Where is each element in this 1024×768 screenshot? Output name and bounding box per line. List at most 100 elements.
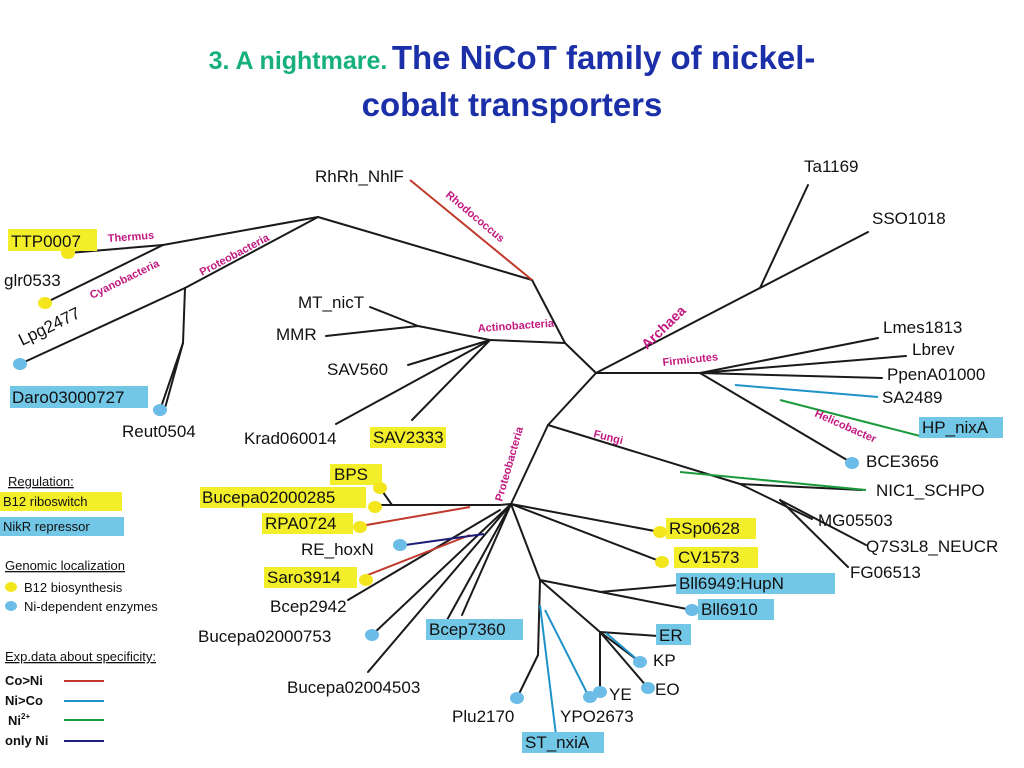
clade-label-helicobacter: Helicobacter (813, 408, 879, 446)
nikr-highlight (698, 599, 774, 620)
leaf-label-ye: YE (609, 685, 632, 704)
legend-b12-dot (5, 582, 17, 592)
leaf-label-ppena: PpenA01000 (887, 365, 985, 384)
leaf-label-reut0504: Reut0504 (122, 422, 196, 441)
branch-only-ni (404, 533, 485, 546)
b12-highlight (262, 513, 353, 534)
b12-dot (653, 526, 667, 538)
clade-label-thermus: Thermus (107, 230, 154, 245)
branch (499, 503, 512, 506)
branch (599, 631, 659, 637)
b12-highlight (674, 547, 758, 568)
branch (407, 339, 491, 366)
nikr-highlight (426, 619, 523, 640)
branch-ni-gt-co (734, 384, 879, 398)
branch (739, 483, 813, 520)
legend-ni2: Ni2+ (8, 712, 30, 728)
leaf-label-rpa0724: RPA0724 (265, 514, 337, 533)
branch (539, 579, 601, 633)
branch-ni-gt-co (539, 604, 557, 736)
b12-highlight (370, 427, 446, 448)
leaf-label-cv1573: CV1573 (678, 548, 739, 567)
branch-ni2 (679, 471, 867, 491)
highlights (8, 229, 1003, 753)
legend-ni-enzymes: Ni-dependent enzymes (24, 599, 158, 614)
leaf-label-bucepa4503: Bucepa02004503 (287, 678, 420, 697)
leaf-label-krad: Krad060014 (244, 429, 337, 448)
b12-dot (38, 297, 52, 309)
nikr-highlight (919, 417, 1003, 438)
branch-co-gt-ni (359, 534, 471, 579)
colored-branches (354, 179, 921, 736)
leaf-label-re-hoxn: RE_hoxN (301, 540, 374, 559)
branch (510, 503, 663, 563)
title-prefix: 3. A nightmare. (208, 47, 388, 75)
branch (182, 287, 186, 344)
ni-dot (641, 682, 655, 694)
leaf-label-bll6910: Bll6910 (701, 600, 758, 619)
branch (184, 216, 319, 289)
ni-dot (593, 686, 607, 698)
leaf-label-lmes1813: Lmes1813 (883, 318, 962, 337)
clade-label-actinobacteria: Actinobacteria (477, 318, 555, 335)
branch-ni2 (779, 399, 921, 437)
title-line2: cobalt transporters (361, 86, 663, 123)
branch (510, 503, 661, 533)
legend-ni-gt-co: Ni>Co (5, 693, 43, 708)
tree-branches (19, 184, 907, 699)
ni-dot (153, 404, 167, 416)
legend-co-gt-ni: Co>Ni (5, 673, 43, 688)
branch (539, 579, 693, 611)
legend-ni2-base: Ni (8, 713, 21, 728)
leaf-label-hp-nixa: HP_nixA (922, 418, 989, 437)
ni-dot (845, 457, 859, 469)
b12-dot (353, 521, 367, 533)
branch (489, 339, 566, 344)
nikr-highlight (10, 386, 148, 408)
b12-highlight (8, 229, 97, 251)
leaf-label-sso1018: SSO1018 (872, 209, 946, 228)
markers (13, 247, 859, 704)
legend-b12-swatch (0, 492, 122, 511)
leaf-label-rhrh: RhRh_NhlF (315, 167, 404, 186)
branch-ni-gt-co (605, 632, 641, 663)
ni-dot (685, 604, 699, 616)
leaf-label-q7s3l8: Q7S3L8_NEUCR (866, 537, 998, 556)
leaf-label-plu2170: Plu2170 (452, 707, 514, 726)
b12-dot (368, 501, 382, 513)
branch (699, 355, 907, 374)
leaf-label-bucepa753: Bucepa02000753 (198, 627, 331, 646)
legend-regulation-title: Regulation: (8, 474, 74, 489)
branch (547, 372, 597, 426)
leaf-label-rsp0628: RSp0628 (669, 519, 740, 538)
branch (531, 279, 566, 344)
legend: Regulation: B12 riboswitch NikR represso… (0, 474, 158, 748)
branch-co-gt-ni (409, 179, 533, 281)
leaf-labels: RhRh_NhlF Ta1169 SSO1018 TTP0007 glr0533… (4, 157, 998, 752)
leaf-label-fg06513: FG06513 (850, 563, 921, 582)
nikr-highlight (522, 732, 604, 753)
branch (325, 325, 419, 337)
branch (369, 306, 419, 327)
nikr-highlight (676, 573, 835, 594)
clade-label-archaea: Archaea (638, 302, 689, 352)
clade-label-rhodococcus: Rhodococcus (443, 189, 506, 245)
leaf-label-glr0533: glr0533 (4, 271, 61, 290)
branch (537, 579, 541, 656)
branch (759, 184, 809, 289)
clade-label-firmicutes: Firmicutes (662, 351, 719, 369)
branch (779, 499, 849, 568)
leaf-label-bcep2942: Bcep2942 (270, 597, 347, 616)
branch (699, 372, 853, 464)
branch (347, 509, 501, 601)
branch (67, 244, 164, 254)
branch (367, 503, 512, 673)
leaf-label-ta1169: Ta1169 (804, 157, 859, 176)
branch (446, 503, 512, 621)
legend-exp-title: Exp.data about specificity: (5, 649, 156, 664)
leaf-label-eo: EO (655, 680, 680, 699)
clade-label-proteobacteria-mid: Proteobacteria (493, 425, 526, 503)
branch (595, 231, 869, 374)
slide-title: 3. A nightmare. The NiCoT family of nick… (0, 38, 1024, 132)
